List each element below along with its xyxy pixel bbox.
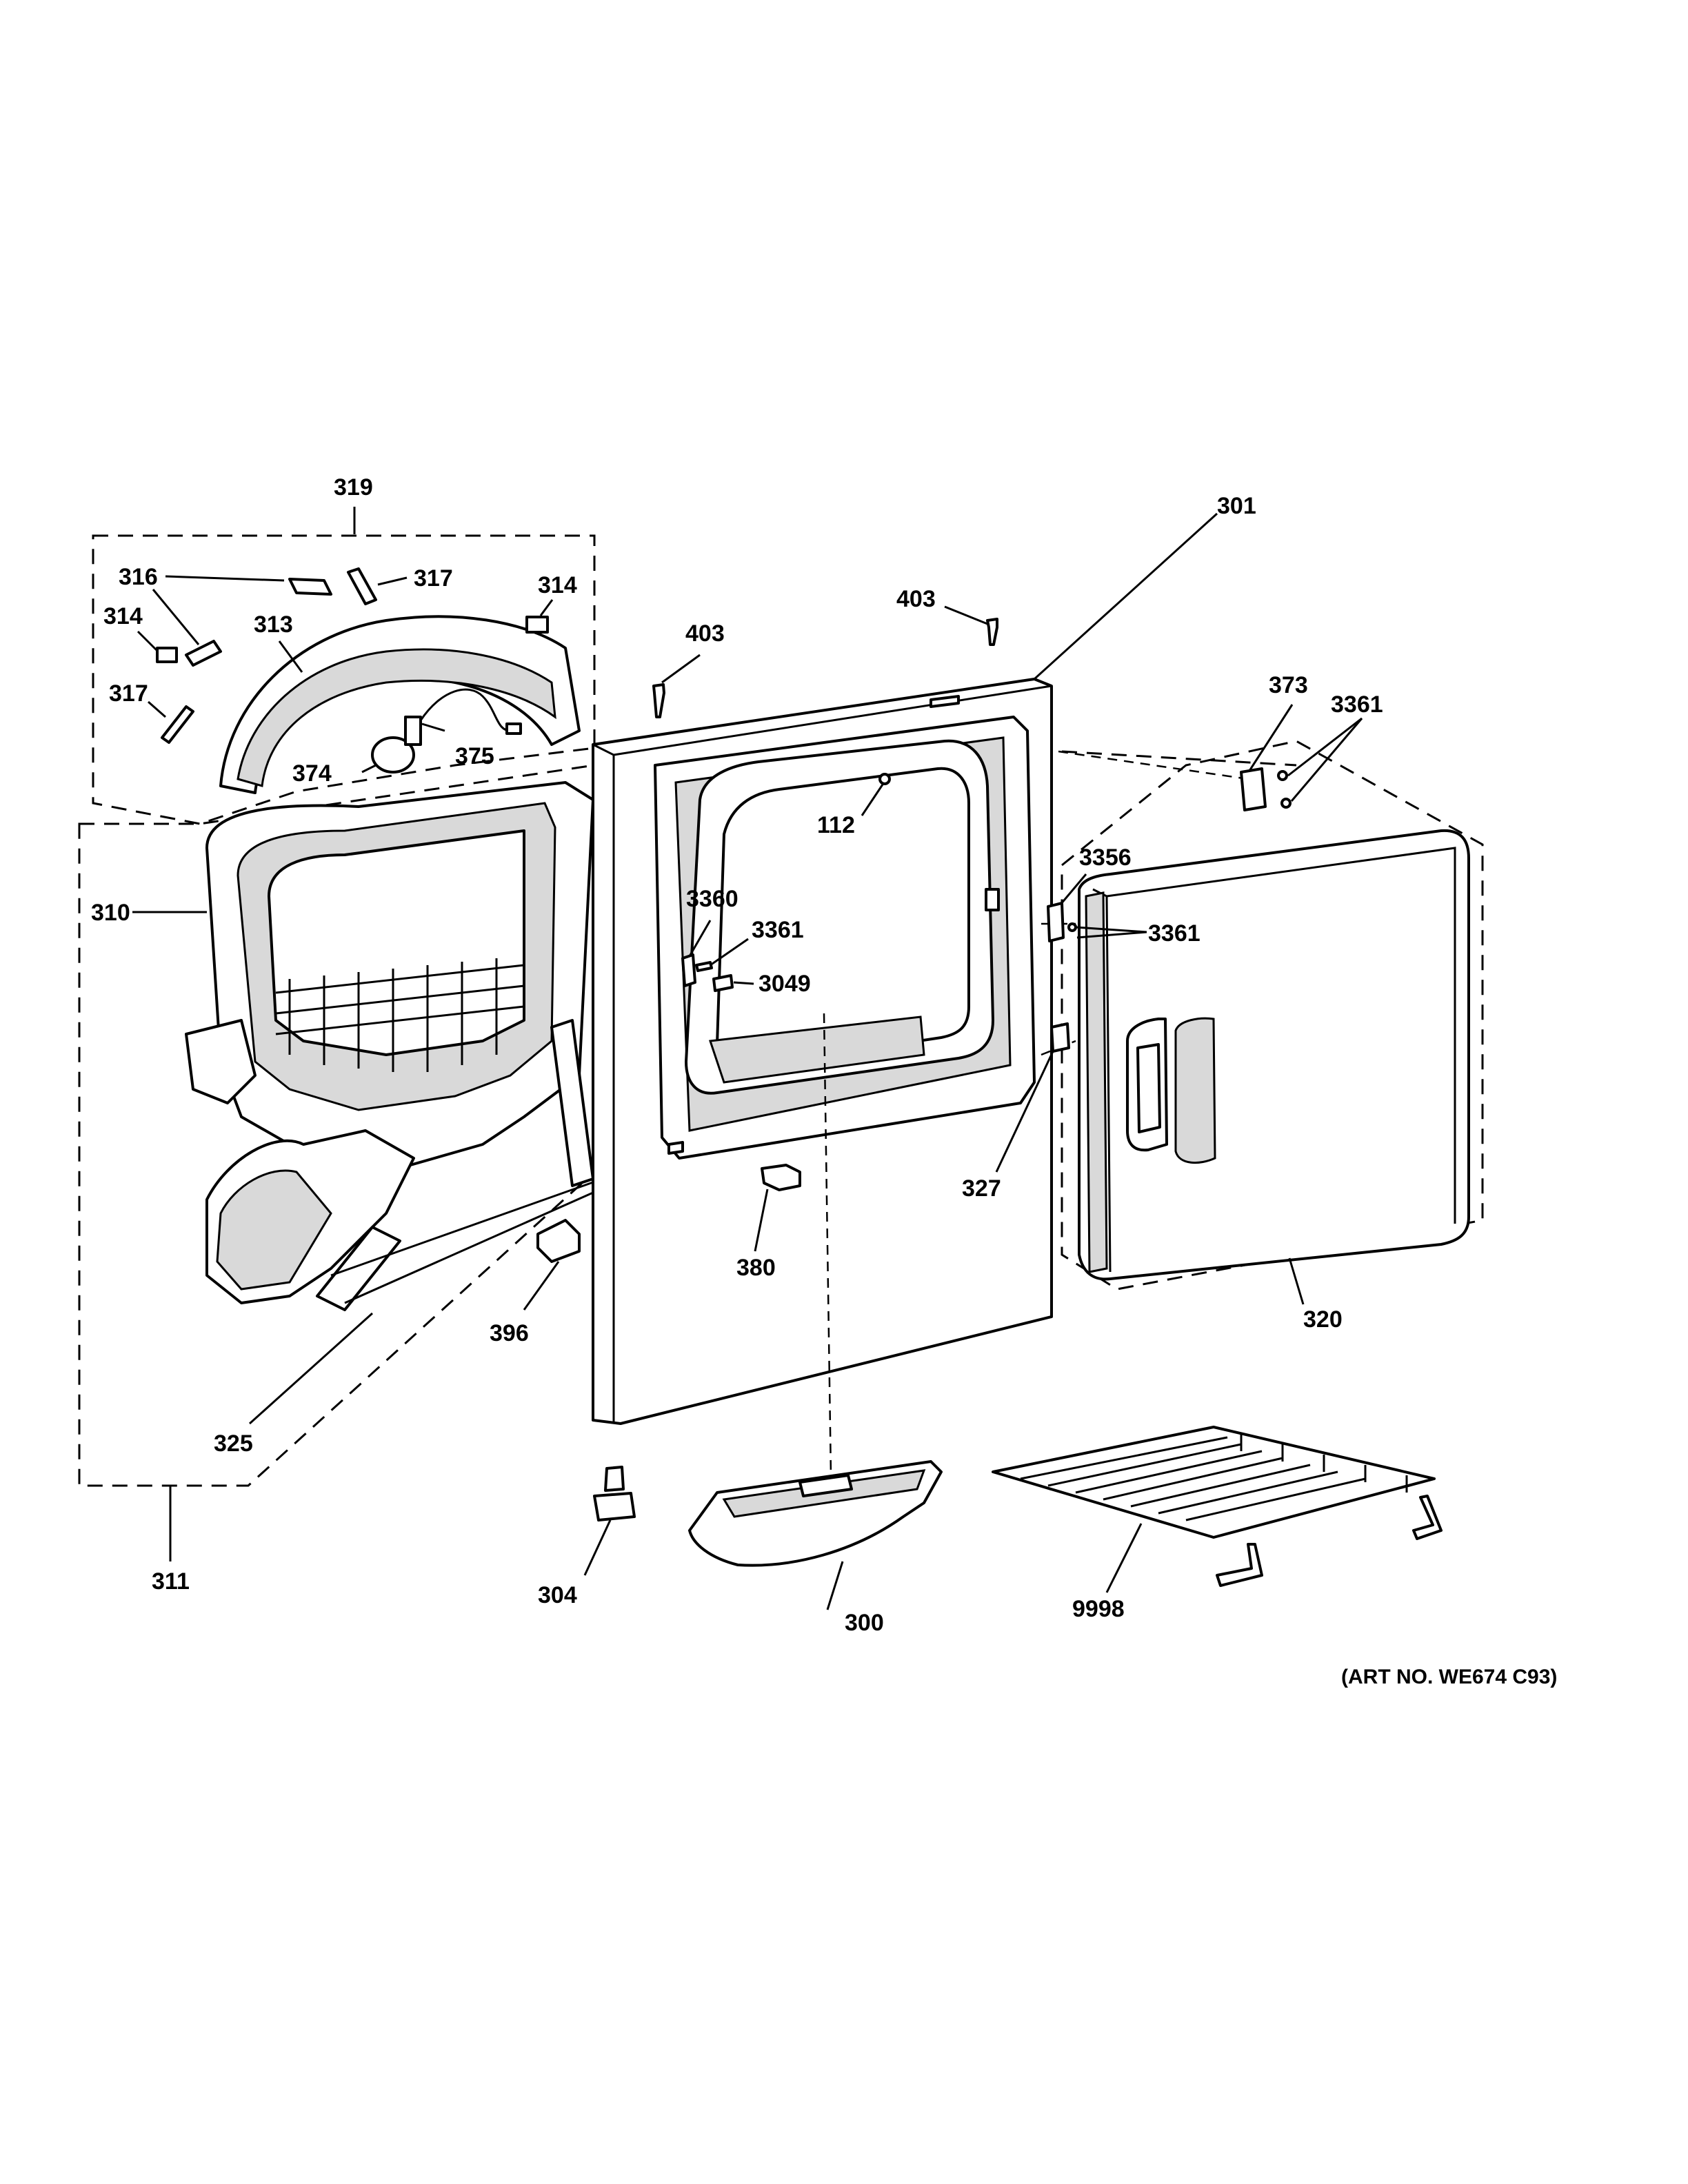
front-panel — [592, 678, 1053, 1425]
door-assembly — [1078, 829, 1470, 1281]
hinge-alignment-line-top — [1058, 750, 1249, 780]
callout-375: 375 — [455, 743, 494, 769]
part-316-bracket — [185, 640, 222, 667]
callout-317-bottom: 317 — [109, 680, 148, 707]
part-3360-latch — [681, 953, 696, 987]
callout-313: 313 — [254, 611, 293, 638]
part-373-hinge — [1240, 767, 1292, 811]
callout-314-left: 314 — [103, 603, 143, 629]
callout-112: 112 — [817, 812, 855, 838]
callout-320: 320 — [1303, 1306, 1343, 1333]
part-3049-strike — [712, 974, 734, 992]
part-3361-screw-left — [695, 961, 713, 972]
upper-drum-halo — [219, 615, 581, 794]
part-317-lower — [161, 705, 194, 744]
callout-396: 396 — [490, 1320, 529, 1346]
callout-403-right: 403 — [896, 586, 936, 612]
part-304-knob — [593, 1466, 636, 1521]
part-396-block — [536, 1219, 581, 1263]
callout-3360: 3360 — [686, 886, 738, 912]
part-314-left — [156, 647, 178, 663]
part-316-thermostat — [288, 578, 332, 596]
group-320-boundary-link — [1061, 750, 1297, 767]
part-300-lint-filter — [688, 1460, 943, 1567]
callout-3049: 3049 — [758, 971, 811, 997]
callout-300: 300 — [845, 1610, 884, 1636]
part-380-switch — [761, 1164, 801, 1191]
part-9998-drying-rack — [992, 1426, 1443, 1587]
drum-front-assembly — [185, 781, 594, 1311]
callout-310: 310 — [91, 900, 130, 926]
art-number: (ART NO. WE674 C93) — [1341, 1666, 1557, 1688]
callout-314-right: 314 — [538, 572, 577, 598]
callout-304: 304 — [538, 1582, 577, 1608]
leader-lines — [132, 507, 1363, 1610]
part-314-right — [525, 616, 549, 634]
callout-301: 301 — [1217, 493, 1256, 519]
part-327-hinge — [1050, 1022, 1070, 1053]
callout-327: 327 — [962, 1175, 1001, 1202]
callout-325: 325 — [214, 1430, 253, 1457]
part-317-upper — [347, 567, 377, 605]
callout-319: 319 — [334, 474, 373, 501]
callout-311: 311 — [152, 1568, 190, 1595]
part-374-lamp — [371, 716, 422, 774]
callout-380: 380 — [736, 1255, 776, 1281]
part-3356-hinge — [1047, 902, 1077, 942]
callout-316: 316 — [119, 564, 158, 590]
callout-3356: 3356 — [1079, 845, 1132, 871]
part-375-harness — [419, 688, 522, 735]
group-320-boundary — [1061, 740, 1484, 1291]
callout-403-left: 403 — [685, 620, 725, 647]
callout-3361-right: 3361 — [1148, 920, 1200, 947]
callout-317-top: 317 — [414, 565, 453, 592]
callout-3361-top-right: 3361 — [1331, 691, 1383, 718]
callout-3361-left: 3361 — [752, 917, 804, 943]
callout-9998: 9998 — [1072, 1596, 1125, 1622]
callout-373: 373 — [1269, 672, 1308, 698]
screw-403-left — [652, 683, 665, 718]
screw-403-right — [986, 618, 998, 646]
filter-alignment-line — [823, 1013, 832, 1476]
callout-374: 374 — [292, 760, 332, 787]
